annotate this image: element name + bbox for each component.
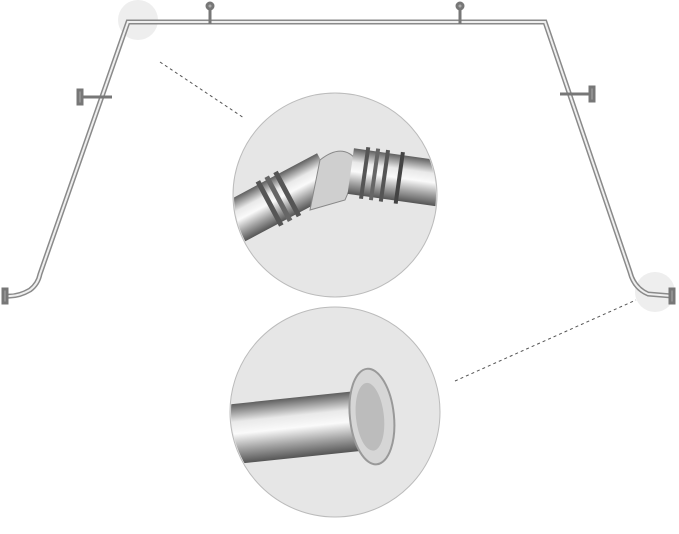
detail-corner-joint (232, 92, 438, 298)
dashed-connector-top (159, 61, 245, 119)
dashed-connector-bottom (454, 299, 637, 382)
wall-brackets (1, 1, 676, 305)
detail-end-cap (229, 306, 441, 518)
end-highlight-right (635, 272, 675, 312)
